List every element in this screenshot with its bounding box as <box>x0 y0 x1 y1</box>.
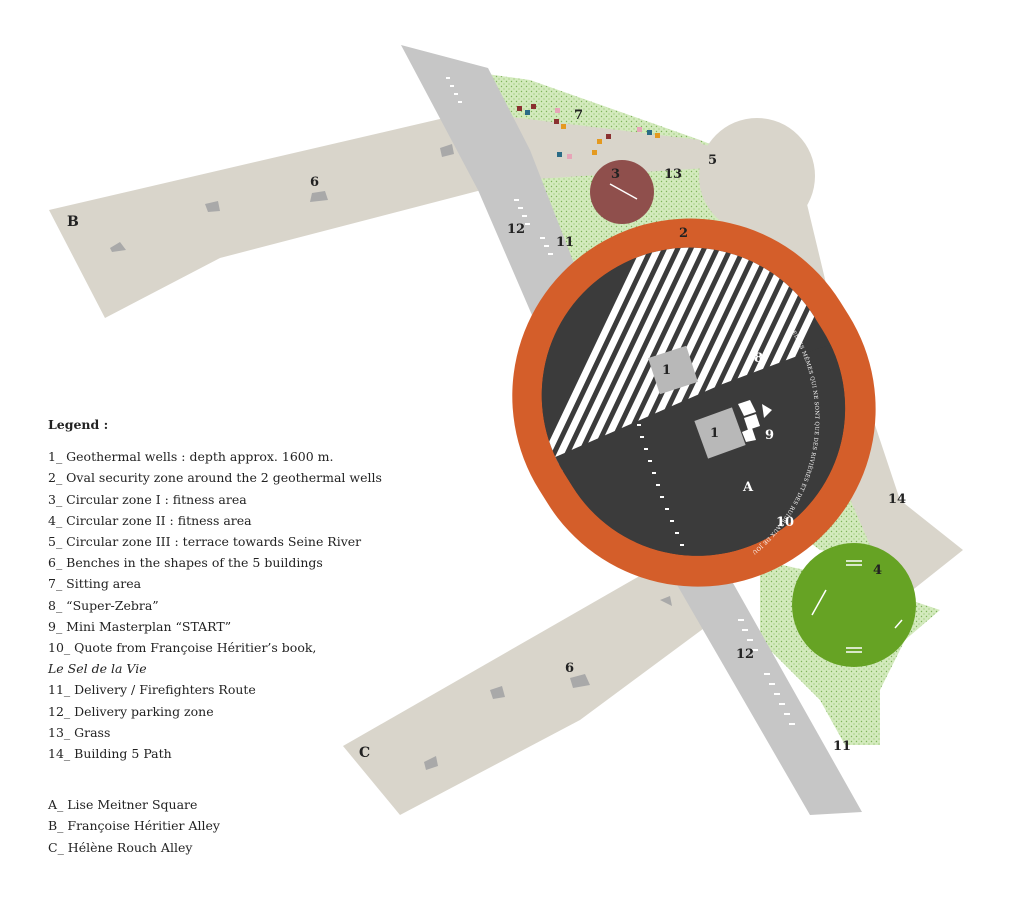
geothermal-well-1b <box>694 407 746 459</box>
legend-item: 10_ Quote from Françoise Héritier’s book… <box>48 640 317 656</box>
label-square-a: A <box>742 480 754 495</box>
legend-item: 9_ Mini Masterplan “START” <box>48 618 232 634</box>
label-well-1a: 1 <box>662 363 671 378</box>
label-zone-4: 4 <box>873 563 882 578</box>
zone-4-fitness <box>792 543 916 667</box>
legend-places: A_ Lise Meitner Square B_ Françoise Héri… <box>48 794 388 858</box>
alley-c <box>343 570 715 815</box>
legend-title: Legend : <box>48 417 109 432</box>
legend-place: B_ Françoise Héritier Alley <box>48 818 220 834</box>
parking-marks-bottom <box>738 619 795 725</box>
legend-item: 7_ Sitting area <box>48 576 142 592</box>
legend-item: 14_ Building 5 Path <box>48 746 172 762</box>
legend-book-title: Le Sel de la Vie <box>48 661 147 677</box>
label-masterplan-9: 9 <box>765 428 774 443</box>
label-route-11-top: 11 <box>556 235 574 250</box>
label-parking-12-bottom: 12 <box>736 647 754 662</box>
label-zone-5: 5 <box>708 153 717 168</box>
legend-item: 2_ Oval security zone around the 2 geoth… <box>48 470 382 486</box>
label-alley-b: B <box>67 214 79 230</box>
mini-masterplan-start <box>738 400 772 442</box>
legend-item: 1_ Geothermal wells : depth approx. 1600… <box>48 449 334 465</box>
benches-alley-b <box>110 144 454 252</box>
label-benches-6-top: 6 <box>310 175 319 190</box>
label-zebra-8: 8 <box>754 351 763 366</box>
label-route-11-bottom: 11 <box>833 739 851 754</box>
label-zone-2: 2 <box>679 226 688 241</box>
label-parking-12-top: 12 <box>507 222 525 237</box>
legend-item: 5_ Circular zone III : terrace towards S… <box>48 534 362 550</box>
legend-item: 4_ Circular zone II : fitness area <box>48 512 252 528</box>
benches-alley-c <box>424 596 672 770</box>
sitting-area-blocks <box>517 104 660 159</box>
label-well-1b: 1 <box>710 426 719 441</box>
zone-3-fitness <box>590 160 654 224</box>
legend-item: 11_ Delivery / Firefighters Route <box>48 682 256 698</box>
zone-5-terrace <box>699 118 815 234</box>
zone-3-equipment <box>609 183 638 200</box>
center-dashes <box>637 424 684 546</box>
label-benches-6-bottom: 6 <box>565 661 574 676</box>
label-sitting-7: 7 <box>574 108 583 123</box>
label-alley-c: C <box>359 745 370 761</box>
legend-item: 12_ Delivery parking zone <box>48 703 214 719</box>
label-grass-13: 13 <box>664 167 682 182</box>
legend-place: A_ Lise Meitner Square <box>48 797 198 813</box>
legend: Legend : 1_ Geothermal wells : depth app… <box>48 414 388 858</box>
alley-b <box>49 112 708 318</box>
label-quote-10: 10 <box>776 515 794 530</box>
label-path-14: 14 <box>888 492 906 507</box>
legend-item: 8_ “Super-Zebra” <box>48 597 159 613</box>
legend-item: 3_ Circular zone I : fitness area <box>48 491 247 507</box>
parking-marks-top <box>446 77 553 255</box>
legend-item: 6_ Benches in the shapes of the 5 buildi… <box>48 555 323 571</box>
geothermal-well-1a <box>648 345 698 395</box>
legend-place: C_ Hélène Rouch Alley <box>48 839 193 855</box>
legend-item: 13_ Grass <box>48 724 111 740</box>
label-zone-3: 3 <box>611 167 620 182</box>
zone-4-equipment <box>811 560 903 653</box>
